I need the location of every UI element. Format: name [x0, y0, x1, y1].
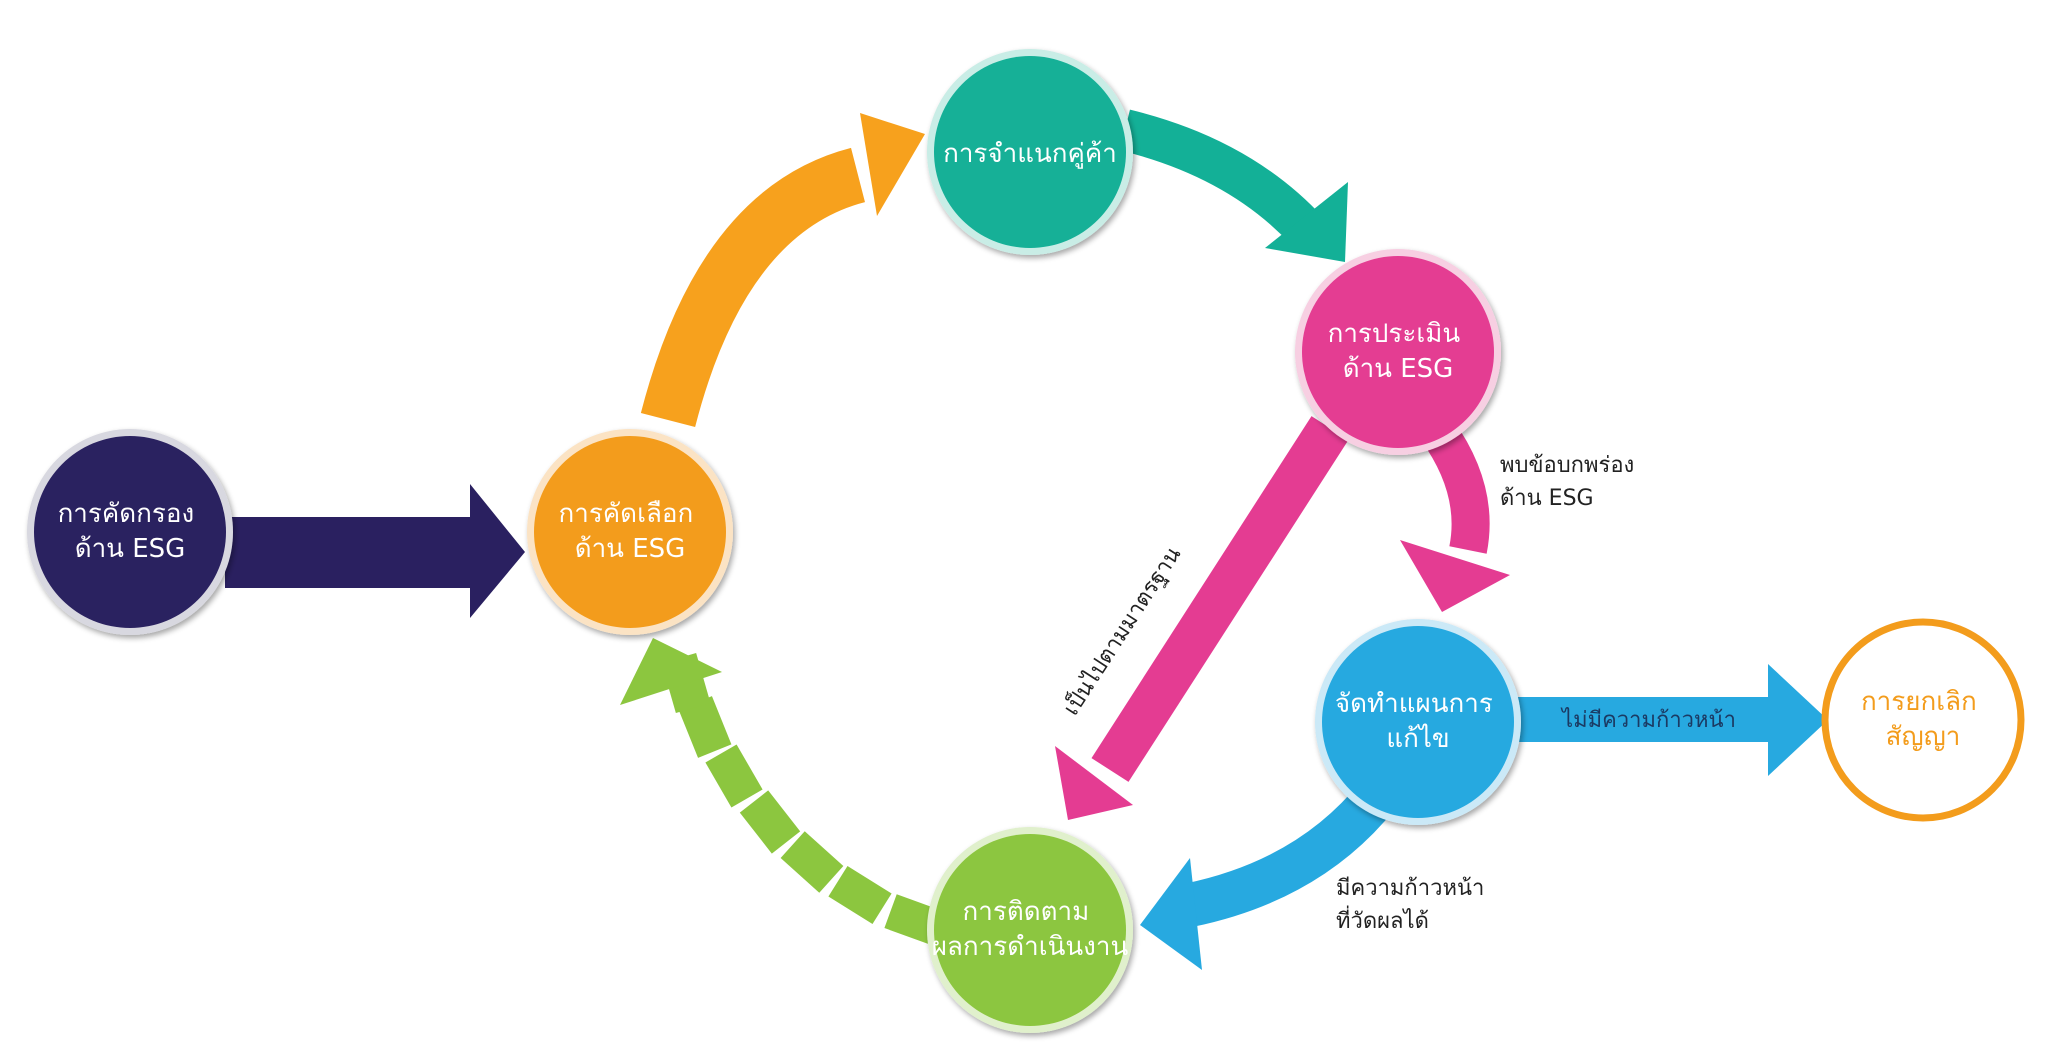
node-classification: การจำแนกคู่ค้า	[927, 49, 1133, 255]
arrow-corrective-to-monitoring	[1185, 781, 1396, 927]
node-selection-circle	[534, 436, 726, 628]
arrow-screening-to-selection	[225, 484, 525, 618]
arrow-assessment-to-monitoring-head	[1055, 746, 1133, 820]
arrow-monitoring-to-selection-head	[620, 638, 722, 705]
node-selection-label: การคัดเลือก ด้าน ESG	[558, 499, 701, 564]
node-monitoring-circle	[934, 834, 1126, 1026]
arrow-selection-to-classification	[640, 147, 866, 427]
node-termination-label: การยกเลิก สัญญา	[1861, 687, 1985, 752]
node-selection: การคัดเลือก ด้าน ESG	[527, 429, 733, 635]
green-dash	[828, 865, 892, 925]
node-classification-circle	[934, 56, 1126, 248]
node-screening-label: การคัดกรอง ด้าน ESG	[58, 499, 203, 564]
green-dash	[678, 696, 732, 758]
node-termination: การยกเลิก สัญญา	[1821, 618, 2025, 822]
arrow-selection-to-classification-head	[860, 113, 925, 216]
node-assessment: การประเมิน ด้าน ESG	[1295, 249, 1501, 455]
arrow-corrective-to-monitoring-head	[1140, 858, 1202, 970]
node-monitoring: การติดตาม ผลการดำเนินงาน	[927, 827, 1133, 1033]
green-dash	[705, 744, 763, 808]
arrow-monitoring-to-selection	[661, 653, 946, 946]
node-corrective: จัดทำแผนการ แก้ไข	[1315, 619, 1521, 825]
edge-label-measurable: มีความก้าวหน้า ที่วัดผลได้	[1336, 876, 1491, 934]
node-classification-label: การจำแนกคู่ค้า	[943, 139, 1117, 169]
node-screening: การคัดกรอง ด้าน ESG	[27, 429, 233, 635]
green-dash	[739, 790, 801, 854]
arrow-assessment-to-monitoring	[1091, 416, 1349, 782]
arrow-classification-to-assessment-head	[1265, 182, 1348, 262]
green-dash	[780, 831, 844, 893]
arrow-corrective-to-termination	[1505, 664, 1828, 776]
node-monitoring-label: การติดตาม ผลการดำเนินงาน	[932, 897, 1129, 962]
edge-label-no-progress: ไม่มีความก้าวหน้า	[1560, 707, 1736, 733]
node-termination-circle	[1821, 618, 2025, 822]
node-assessment-label: การประเมิน ด้าน ESG	[1328, 319, 1469, 384]
edge-label-weakness: พบข้อบกพร่อง ด้าน ESG	[1500, 453, 1641, 511]
node-corrective-label: จัดทำแผนการ แก้ไข	[1335, 689, 1501, 754]
arrow-assessment-to-corrective	[1421, 418, 1490, 554]
node-assessment-circle	[1302, 256, 1494, 448]
arrow-classification-to-assessment	[1119, 109, 1324, 247]
arrow-assessment-to-corrective-head	[1400, 540, 1510, 612]
node-screening-circle	[34, 436, 226, 628]
node-corrective-circle	[1322, 626, 1514, 818]
